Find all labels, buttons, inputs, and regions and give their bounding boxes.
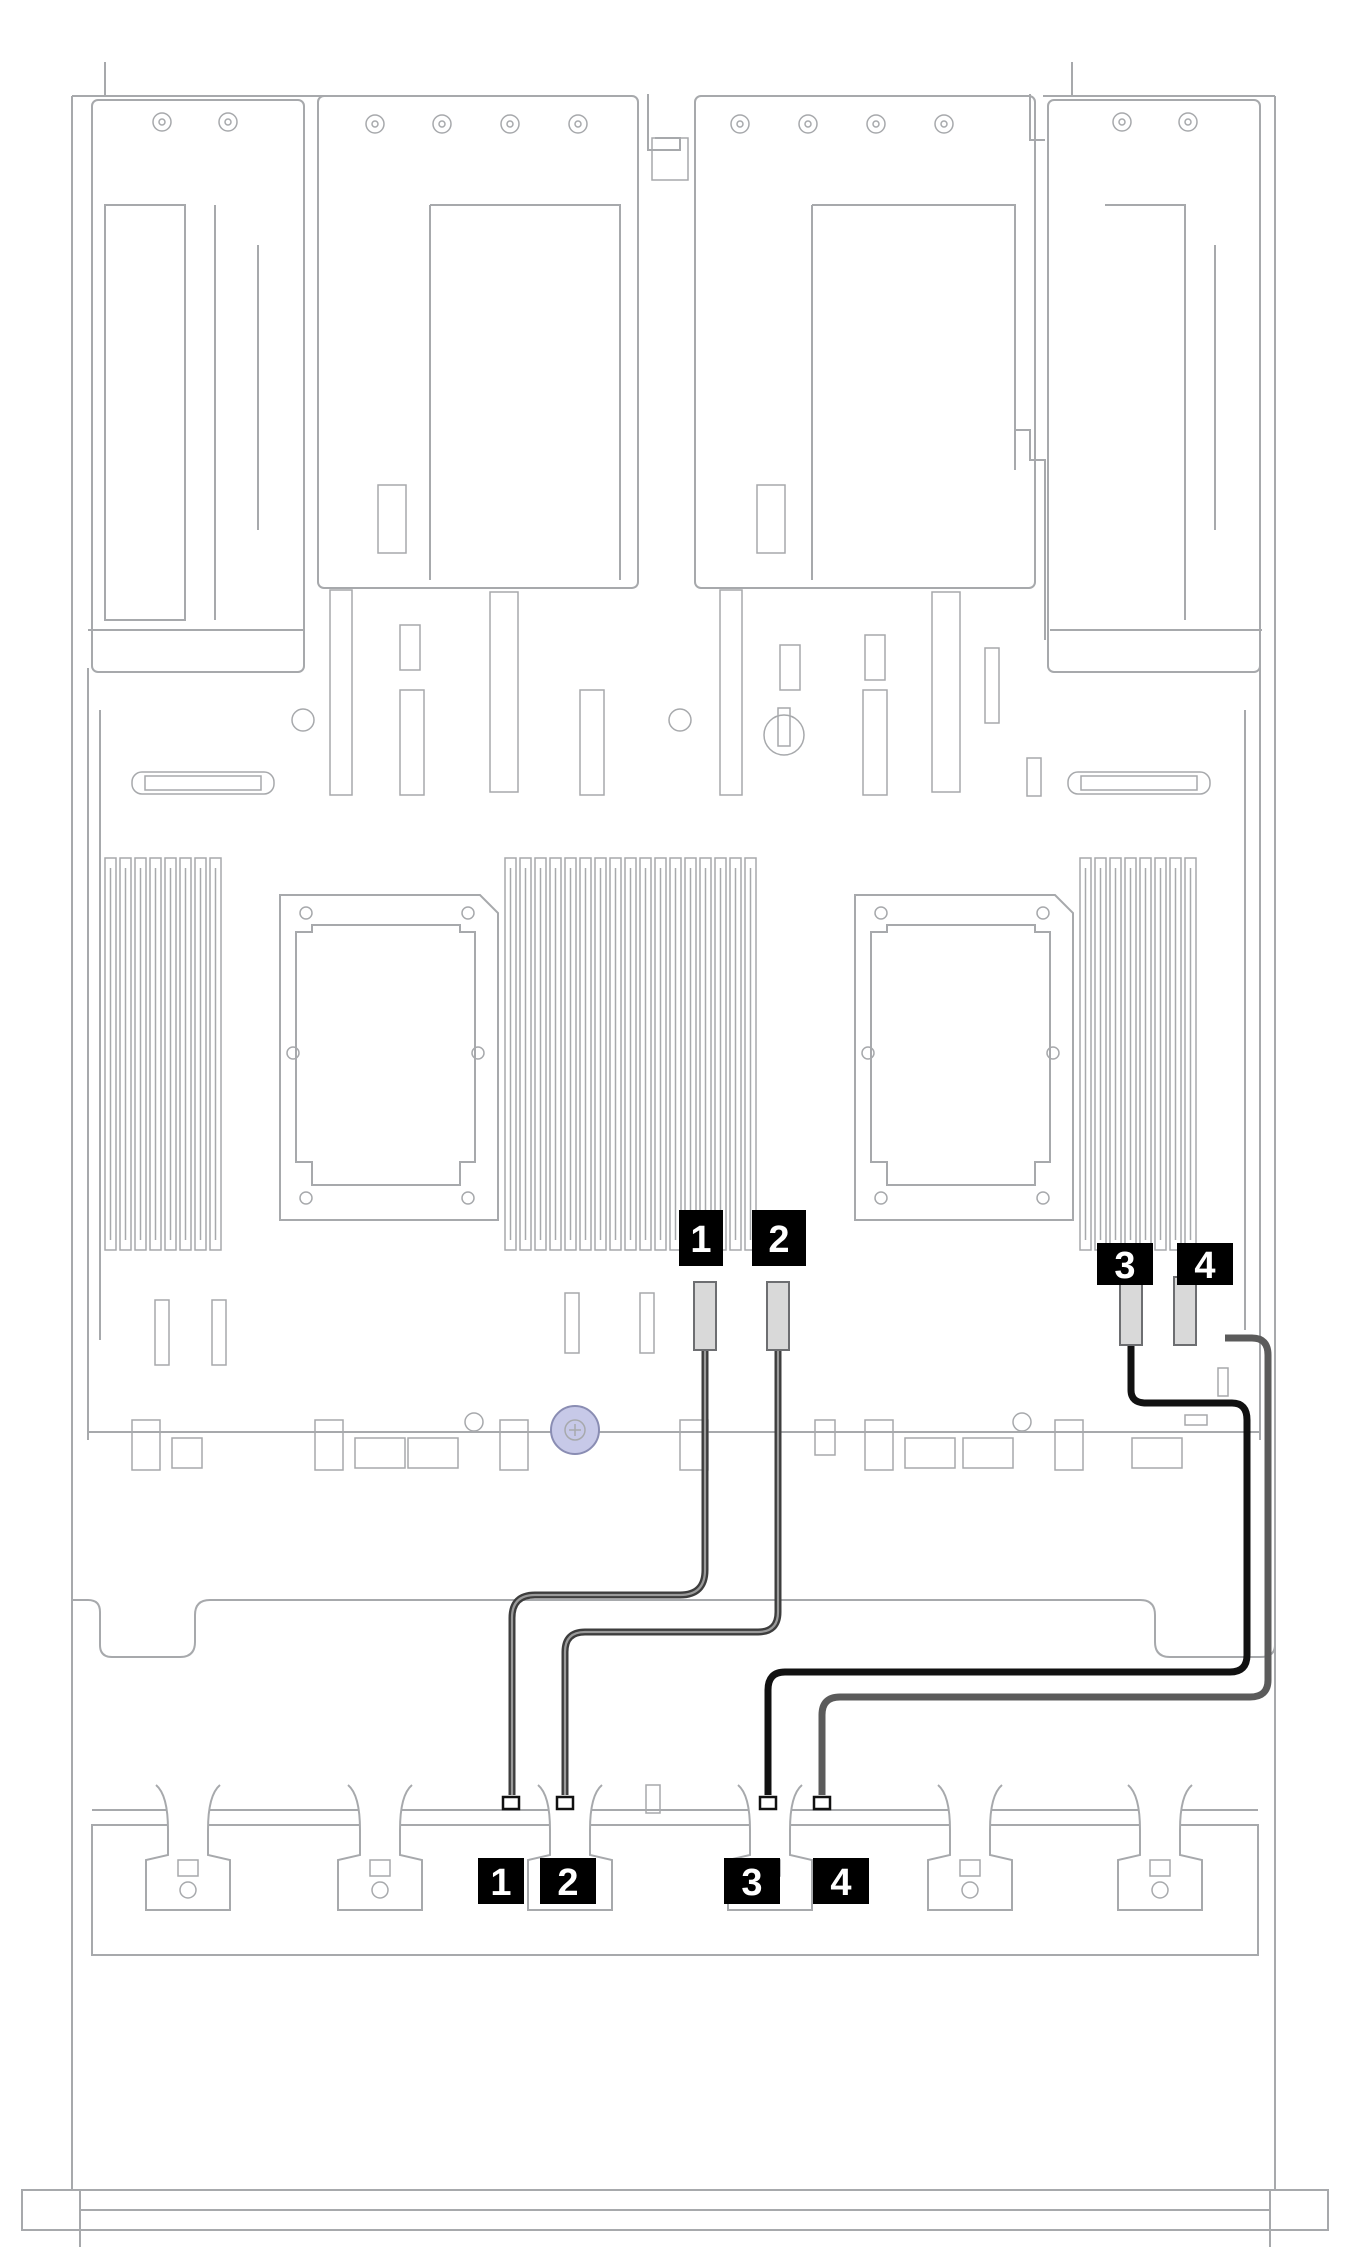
callout-4-backplane: 4 <box>813 1858 869 1904</box>
board-connector-1[interactable] <box>693 1281 717 1351</box>
processor-socket-2 <box>854 894 1074 1221</box>
board-headers <box>131 771 1211 795</box>
riser-cage-right <box>1047 99 1262 673</box>
pcie-slots <box>291 589 1042 797</box>
fan-bay <box>927 1784 1013 1911</box>
air-baffle <box>72 1599 1276 1658</box>
callout-1-board-label: 1 <box>690 1219 711 1261</box>
backplane-connector-3[interactable] <box>758 1795 778 1811</box>
callout-2-backplane-label: 2 <box>557 1862 578 1904</box>
riser-cage-center-left <box>317 94 689 589</box>
dimm-bank-center <box>504 857 757 1251</box>
callout-3-board: 3 <box>1097 1243 1153 1287</box>
board-connector-4[interactable] <box>1173 1276 1197 1346</box>
callout-2-board-label: 2 <box>768 1219 789 1261</box>
cable-2 <box>561 1350 782 1795</box>
callout-4-board-label: 4 <box>1194 1245 1215 1287</box>
cable-4 <box>818 1334 1272 1795</box>
callout-1-backplane-label: 1 <box>490 1862 511 1904</box>
fan-bay <box>145 1784 231 1911</box>
callout-3-board-label: 3 <box>1114 1245 1135 1287</box>
backplane-connector-2[interactable] <box>555 1795 575 1811</box>
callout-4-backplane-label: 4 <box>830 1862 851 1904</box>
board-connector-3[interactable] <box>1119 1276 1143 1346</box>
callout-4-board: 4 <box>1177 1243 1233 1287</box>
callout-2-board: 2 <box>752 1210 806 1266</box>
cable-1 <box>508 1350 709 1795</box>
system-board <box>87 635 1261 1433</box>
riser-cage-center-right <box>694 94 1046 640</box>
riser-cage-left <box>88 99 305 673</box>
fan-bay <box>1117 1784 1203 1911</box>
board-lower-connectors <box>87 1292 1261 1471</box>
callout-1-backplane: 1 <box>478 1858 524 1904</box>
fan-bay <box>337 1784 423 1911</box>
callout-2-backplane: 2 <box>540 1858 596 1904</box>
callout-3-backplane-label: 3 <box>741 1862 762 1904</box>
backplane-connector-1[interactable] <box>501 1795 521 1811</box>
callout-3-backplane: 3 <box>724 1858 780 1904</box>
callout-1-board: 1 <box>679 1210 723 1266</box>
chassis-outline <box>21 62 1329 2247</box>
processor-socket-1 <box>279 894 499 1221</box>
cable-3 <box>764 1345 1251 1795</box>
backplane-connector-4[interactable] <box>812 1795 832 1811</box>
backplane-fan-area <box>91 1784 1259 1956</box>
dimm-bank-right <box>1079 857 1197 1251</box>
board-connector-2[interactable] <box>766 1281 790 1351</box>
dimm-bank-left <box>104 857 222 1251</box>
